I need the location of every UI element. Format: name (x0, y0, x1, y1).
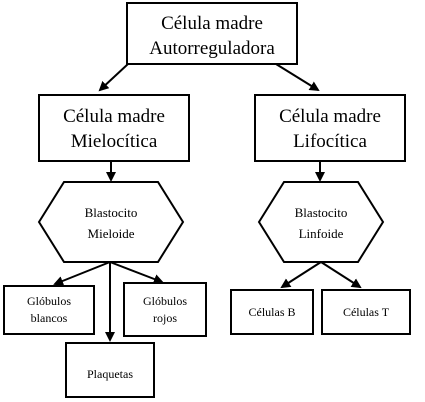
leaf-globulos-blancos-line1: Glóbulos (27, 294, 71, 308)
right-hex-node: Blastocito Linfoide (257, 181, 385, 263)
leaf-celulas-t-label: Células T (343, 305, 390, 319)
arrow-hex-to-blancos (53, 261, 111, 286)
left-hex-line2: Mieloide (88, 226, 135, 241)
right-hex-line2: Linfoide (299, 226, 344, 241)
root-node-line1: Célula madre (161, 13, 263, 34)
left-branch-line2: Mielocítica (71, 131, 158, 152)
right-branch-line1: Célula madre (279, 106, 381, 127)
right-branch-node: Célula madre Lifocítica (254, 94, 406, 162)
left-branch-line1: Célula madre (63, 106, 165, 127)
arrow-hex-to-celulas-t (320, 261, 362, 289)
arrow-hex-to-celulas-b (280, 261, 322, 289)
right-hex-line1: Blastocito (295, 205, 348, 220)
leaf-globulos-blancos: Glóbulos blancos (3, 285, 95, 335)
leaf-globulos-rojos: Glóbulos rojos (123, 282, 207, 337)
leaf-celulas-t: Células T (321, 289, 411, 335)
leaf-celulas-b: Células B (230, 289, 314, 335)
left-hex-node: Blastocito Mieloide (37, 181, 185, 263)
left-branch-node: Célula madre Mielocítica (38, 94, 190, 162)
leaf-celulas-b-label: Células B (249, 305, 296, 319)
arrow-root-to-left (98, 63, 129, 92)
leaf-plaquetas-label: Plaquetas (87, 367, 133, 381)
left-hex-line1: Blastocito (85, 205, 138, 220)
arrow-root-to-right (275, 63, 320, 92)
leaf-globulos-rojos-line2: rojos (153, 311, 177, 325)
arrow-hex-to-rojos (109, 261, 164, 284)
connectors (53, 63, 362, 342)
right-branch-line2: Lifocítica (293, 131, 367, 152)
leaf-globulos-blancos-line2: blancos (31, 311, 68, 325)
leaf-globulos-rojos-line1: Glóbulos (143, 294, 187, 308)
root-node: Célula madre Autorreguladora (126, 2, 298, 65)
root-node-line2: Autorreguladora (149, 38, 275, 59)
leaf-plaquetas: Plaquetas (65, 342, 155, 398)
